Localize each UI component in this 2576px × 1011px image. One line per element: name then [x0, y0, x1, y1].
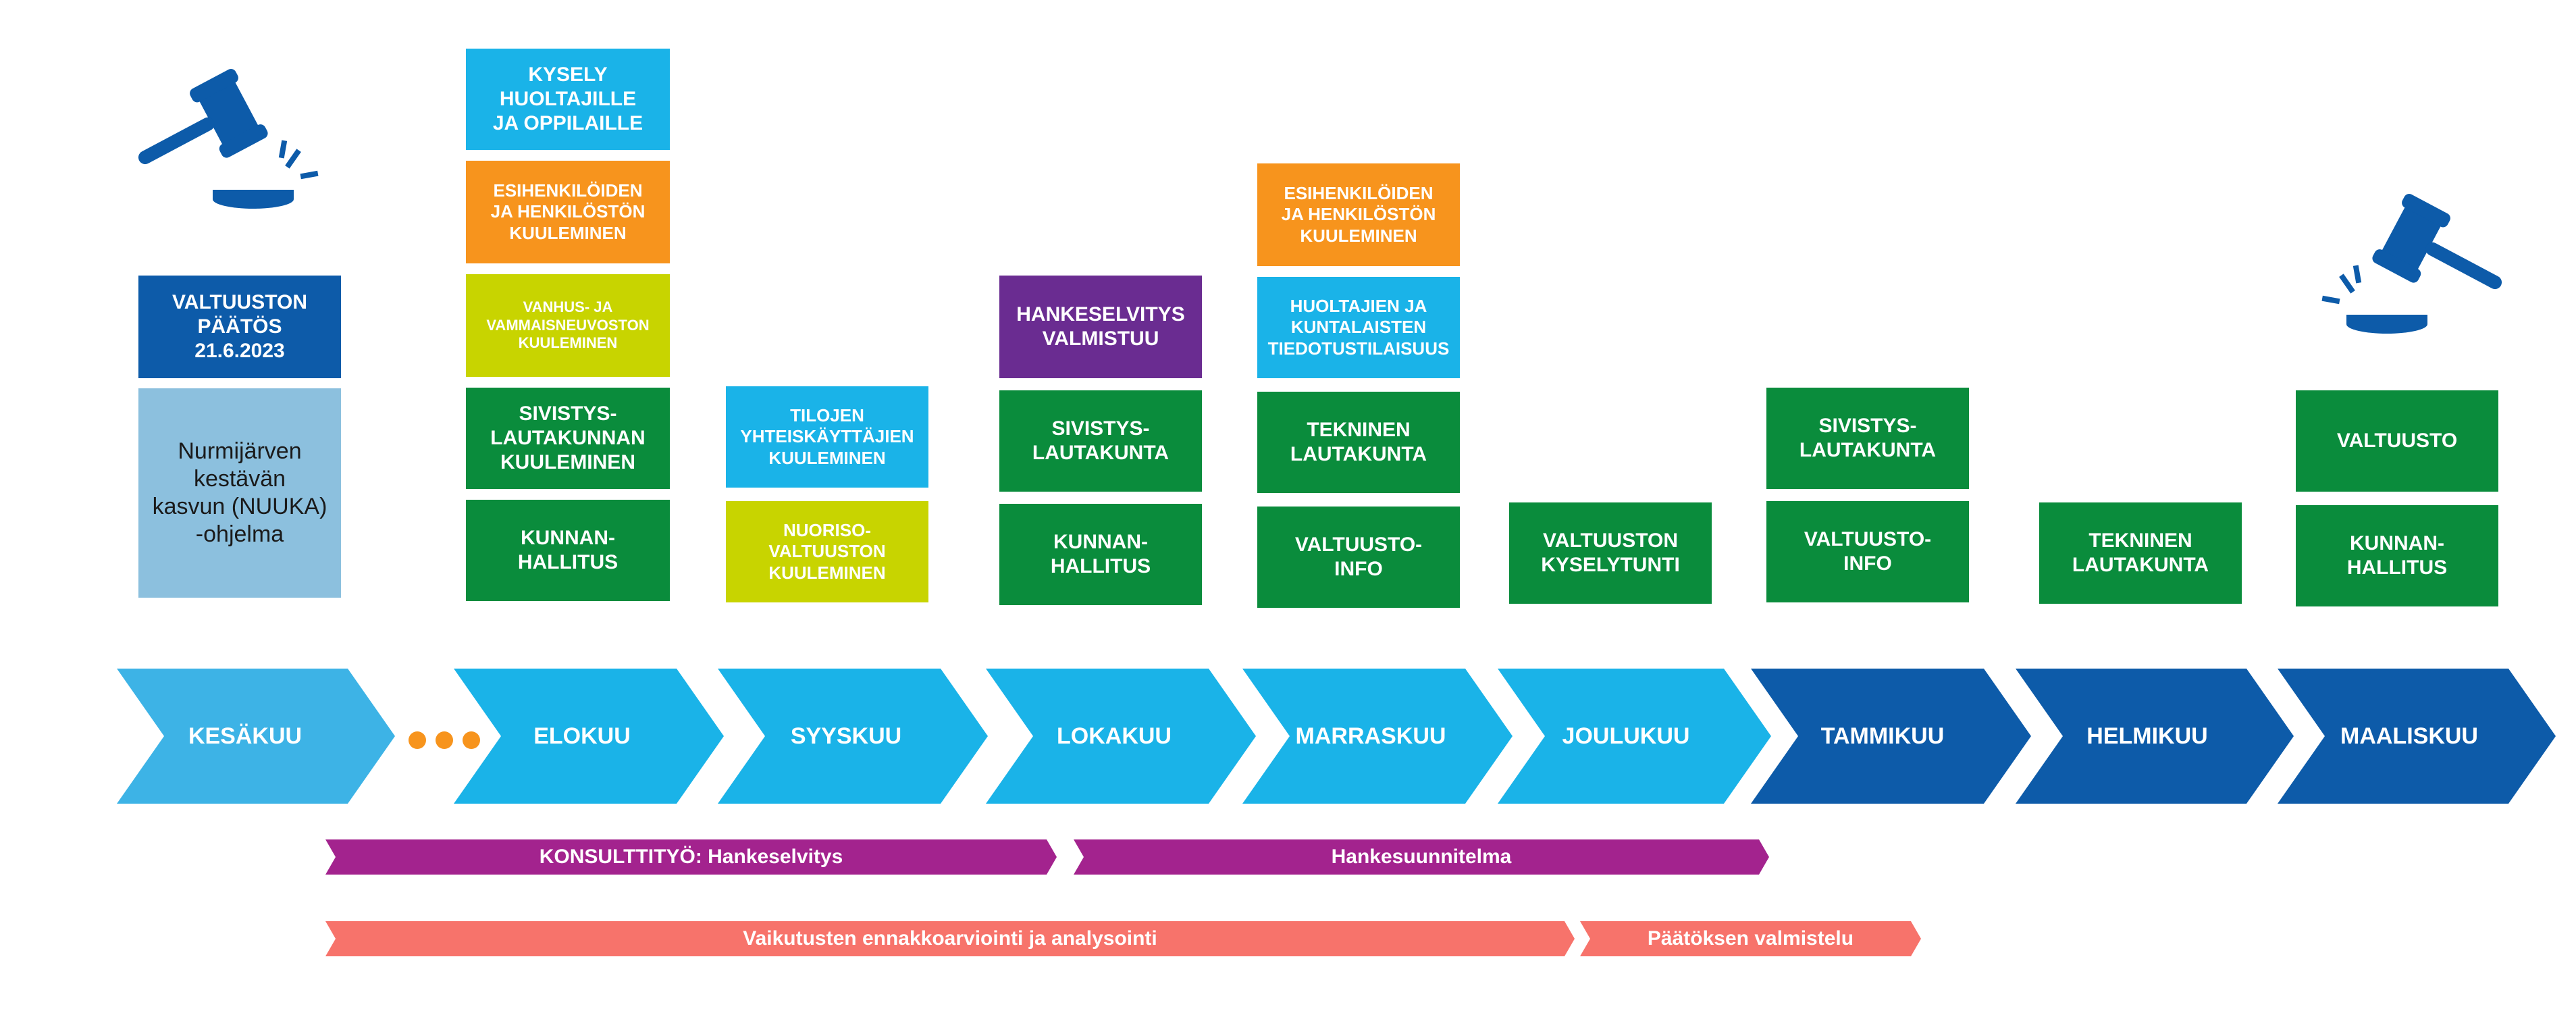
month-label: MAALISKUU — [2340, 723, 2478, 749]
month-label: MARRASKUU — [1295, 723, 1446, 749]
kunnanhallitus-box-elo: KUNNAN- HALLITUS — [466, 500, 670, 601]
month-chevron-tammikuu: TAMMIKUU — [1751, 669, 2031, 804]
bar-vaikutusten: Vaikutusten ennakkoarviointi ja analysoi… — [325, 921, 1575, 956]
month-chevron-lokakuu: LOKAKUU — [986, 669, 1256, 804]
month-chevron-marraskuu: MARRASKUU — [1242, 669, 1513, 804]
bar-label: Hankesuunnitelma — [1331, 846, 1512, 868]
sivistyslautakunta-box-lok: SIVISTYS- LAUTAKUNTA — [999, 390, 1202, 492]
valtuustoinfo-box-tam: VALTUUSTO- INFO — [1766, 501, 1969, 602]
month-label: LOKAKUU — [1057, 723, 1172, 749]
nuoriso-box: NUORISO- VALTUUSTON KUULEMINEN — [726, 501, 928, 602]
month-label: JOULUKUU — [1562, 723, 1690, 749]
ellipsis-dot — [409, 731, 426, 749]
bar-konsulttityo: KONSULTTITYÖ: Hankeselvitys — [325, 839, 1057, 875]
hankeselvitys-box: HANKESELVITYS VALMISTUU — [999, 276, 1202, 378]
esihenkiloiden-box-2: ESIHENKILÖIDEN JA HENKILÖSTÖN KUULEMINEN — [1257, 163, 1460, 266]
tekninen-lautakunta-box-hel: TEKNINEN LAUTAKUNTA — [2039, 502, 2242, 604]
tekninen-lautakunta-box-mar: TEKNINEN LAUTAKUNTA — [1257, 392, 1460, 493]
nuuka-box: Nurmijärven kestävän kasvun (NUUKA) -ohj… — [138, 388, 341, 598]
valtuustoinfo-box-mar: VALTUUSTO- INFO — [1257, 507, 1460, 608]
month-label: HELMIKUU — [2086, 723, 2208, 749]
valtuusto-box: VALTUUSTO — [2296, 390, 2498, 492]
month-label: KESÄKUU — [188, 723, 303, 749]
gavel-icon — [2321, 194, 2502, 334]
month-label: SYYSKUU — [790, 723, 902, 749]
month-chevron-maaliskuu: MAALISKUU — [2278, 669, 2556, 804]
bar-label: KONSULTTITYÖ: Hankeselvitys — [539, 846, 843, 868]
tilojen-box: TILOJEN YHTEISKÄYTTÄJIEN KUULEMINEN — [726, 386, 928, 488]
gavel-icon — [138, 69, 319, 209]
month-chevron-helmikuu: HELMIKUU — [2016, 669, 2294, 804]
kysely-box: KYSELY HUOLTAJILLE JA OPPILAILLE — [466, 49, 670, 150]
bar-hankesuunnitelma: Hankesuunnitelma — [1074, 839, 1769, 875]
vanhus-box: VANHUS- JA VAMMAISNEUVOSTON KUULEMINEN — [466, 274, 670, 377]
bar-label: Vaikutusten ennakkoarviointi ja analysoi… — [743, 927, 1157, 950]
month-label: ELOKUU — [533, 723, 631, 749]
sivistyslautakunta-box-tam: SIVISTYS- LAUTAKUNTA — [1766, 388, 1969, 489]
bar-label: Päätöksen valmistelu — [1647, 927, 1854, 950]
bar-paatoksen: Päätöksen valmistelu — [1580, 921, 1921, 956]
esihenkiloiden-box-1: ESIHENKILÖIDEN JA HENKILÖSTÖN KUULEMINEN — [466, 161, 670, 263]
huoltajien-box: HUOLTAJIEN JA KUNTALAISTEN TIEDOTUSTILAI… — [1257, 277, 1460, 378]
kunnanhallitus-box-lok: KUNNAN- HALLITUS — [999, 504, 1202, 605]
month-label: TAMMIKUU — [1820, 723, 1945, 749]
ellipsis-dot — [463, 731, 480, 749]
month-chevron-joulukuu: JOULUKUU — [1498, 669, 1771, 804]
sivistys-kuuleminen-box: SIVISTYS- LAUTAKUNNAN KUULEMINEN — [466, 388, 670, 489]
kyselytunti-box: VALTUUSTON KYSELYTUNTI — [1509, 502, 1712, 604]
month-chevron-elokuu: ELOKUU — [454, 669, 724, 804]
kunnanhallitus-box-maa: KUNNAN- HALLITUS — [2296, 505, 2498, 606]
ellipsis-dot — [436, 731, 453, 749]
valtuuston-paatos-box: VALTUUSTON PÄÄTÖS 21.6.2023 — [138, 276, 341, 378]
month-chevron-kesakuu: KESÄKUU — [117, 669, 395, 804]
month-chevron-syyskuu: SYYSKUU — [718, 669, 988, 804]
